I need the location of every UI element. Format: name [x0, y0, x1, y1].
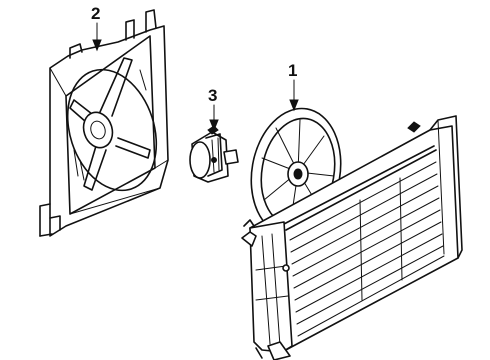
callout-number-2: 2 — [91, 4, 100, 23]
callout-2: 2 — [91, 4, 102, 52]
radiator-fins — [289, 161, 445, 337]
radiator-and-fan-assembly — [241, 107, 463, 360]
callout-number-1: 1 — [288, 61, 297, 80]
callout-number-3: 3 — [208, 86, 217, 105]
callout-1: 1 — [288, 61, 299, 112]
fan-shroud — [39, 9, 169, 237]
callout-3: 3 — [208, 86, 219, 132]
fan-motor — [189, 125, 239, 183]
